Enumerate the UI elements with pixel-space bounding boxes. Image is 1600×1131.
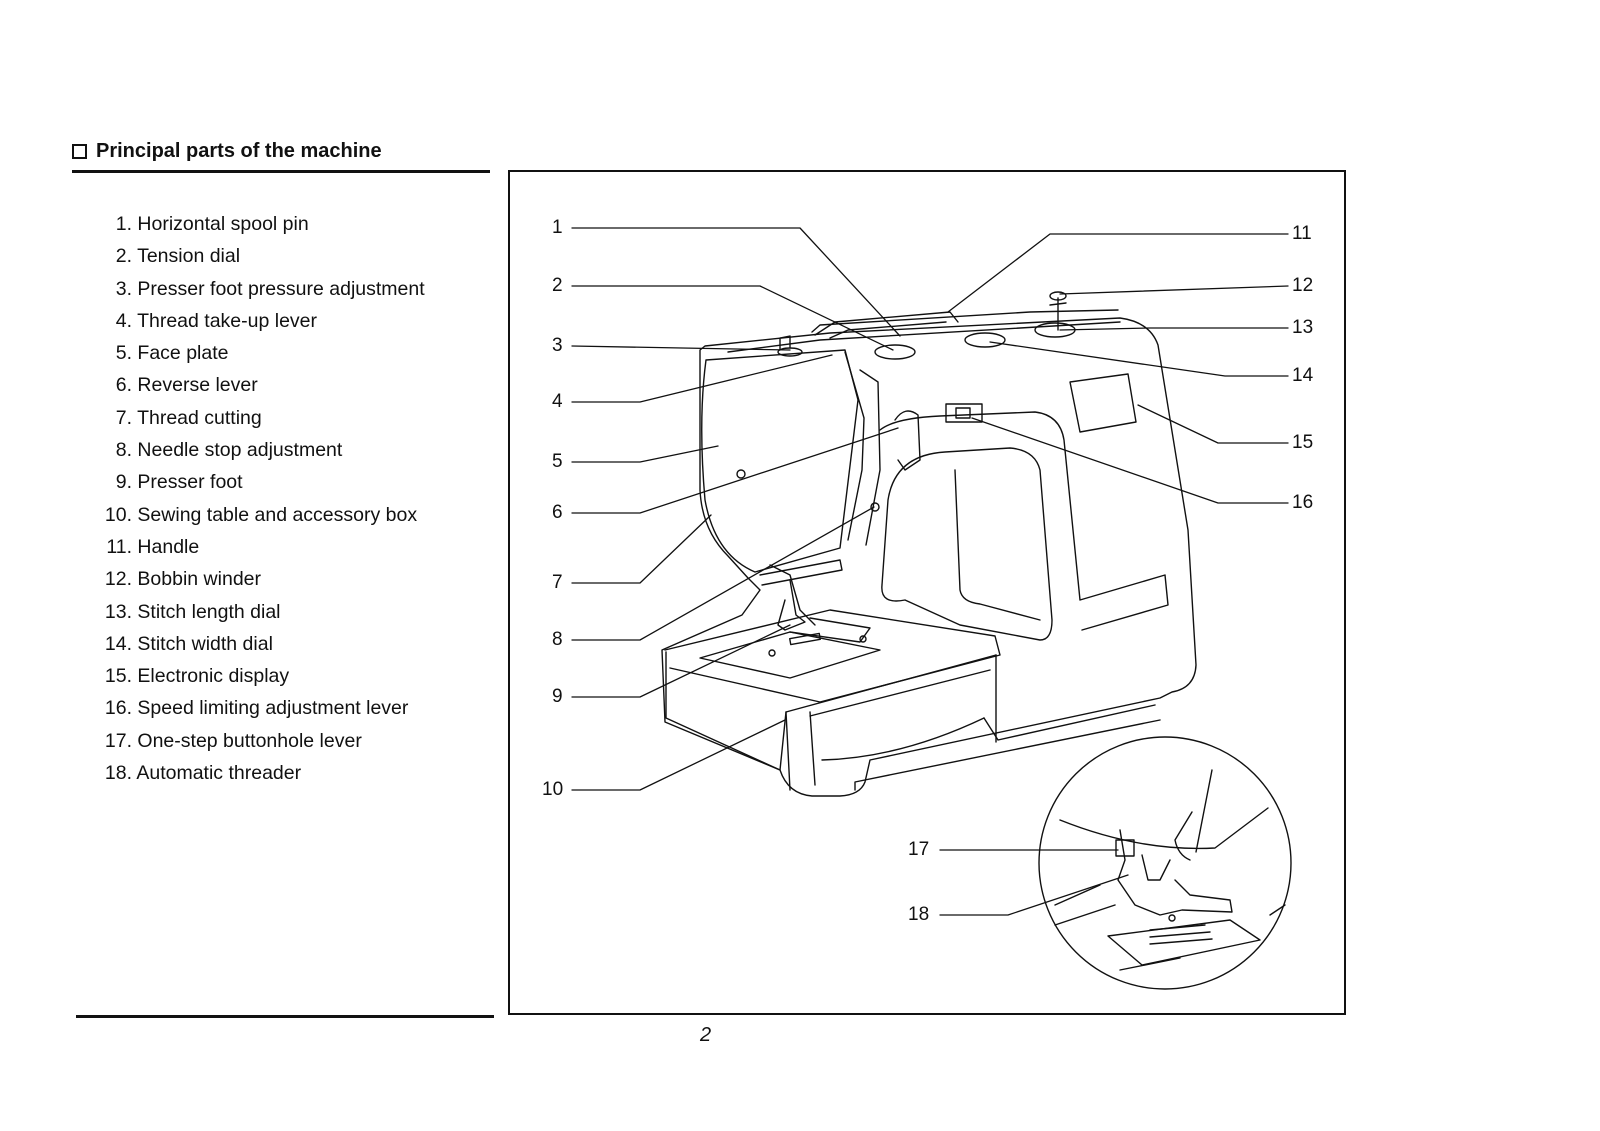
list-item: 5. Face plate bbox=[115, 342, 229, 365]
callout-8: 8 bbox=[552, 629, 563, 650]
list-item: 12. Bobbin winder bbox=[104, 568, 262, 591]
machine-body-outline bbox=[661, 291, 1197, 797]
page-number: 2 bbox=[700, 1024, 712, 1046]
callout-11: 11 bbox=[1292, 223, 1312, 244]
list-item: 8. Needle stop adjustment bbox=[115, 439, 343, 462]
list-item: 4. Thread take-up lever bbox=[115, 309, 318, 332]
list-item: 2. Tension dial bbox=[115, 245, 241, 268]
callout-6: 6 bbox=[552, 502, 563, 523]
list-item: 1. Horizontal spool pin bbox=[115, 213, 309, 235]
list-item: 17. One-step buttonhole lever bbox=[104, 729, 362, 752]
callout-4: 4 bbox=[552, 391, 563, 412]
list-item: 15. Electronic display bbox=[104, 665, 290, 688]
leader-lines bbox=[571, 227, 1289, 916]
callout-2: 2 bbox=[552, 275, 563, 296]
callout-18: 18 bbox=[908, 904, 930, 925]
list-item: 16. Speed limiting adjustment lever bbox=[104, 697, 409, 720]
title-underline bbox=[72, 170, 490, 173]
callout-13: 13 bbox=[1292, 317, 1314, 338]
callout-1: 1 bbox=[552, 217, 563, 238]
list-item: 18. Automatic threader bbox=[104, 762, 302, 785]
list-item: 10. Sewing table and accessory box bbox=[104, 503, 418, 526]
list-item: 6. Reverse lever bbox=[115, 374, 258, 397]
callout-16: 16 bbox=[1292, 492, 1314, 513]
checkbox-icon bbox=[72, 144, 87, 159]
callout-14: 14 bbox=[1292, 365, 1314, 386]
callout-10: 10 bbox=[542, 779, 564, 800]
callout-12: 12 bbox=[1292, 275, 1314, 296]
callout-7: 7 bbox=[552, 572, 563, 593]
list-item: 3. Presser foot pressure adjustment bbox=[115, 277, 425, 300]
parts-list: 1. Horizontal spool pin 2. Tension dial … bbox=[100, 212, 425, 793]
list-item: 7. Thread cutting bbox=[115, 406, 262, 429]
callout-3: 3 bbox=[552, 335, 563, 356]
section-title-text: Principal parts of the machine bbox=[96, 140, 382, 162]
diagram-frame bbox=[508, 170, 1346, 1015]
callout-15: 15 bbox=[1292, 432, 1314, 453]
list-item: 11. Handle bbox=[106, 535, 200, 558]
section-title: Principal parts of the machine bbox=[72, 140, 382, 163]
list-item: 13. Stitch length dial bbox=[104, 600, 281, 623]
needle-detail-inset bbox=[1038, 736, 1292, 990]
callout-5: 5 bbox=[552, 451, 563, 472]
callout-9: 9 bbox=[552, 686, 563, 707]
list-item: 14. Stitch width dial bbox=[104, 632, 273, 655]
list-item: 9. Presser foot bbox=[115, 471, 243, 494]
bottom-rule bbox=[76, 1015, 494, 1018]
callout-17: 17 bbox=[908, 839, 930, 860]
